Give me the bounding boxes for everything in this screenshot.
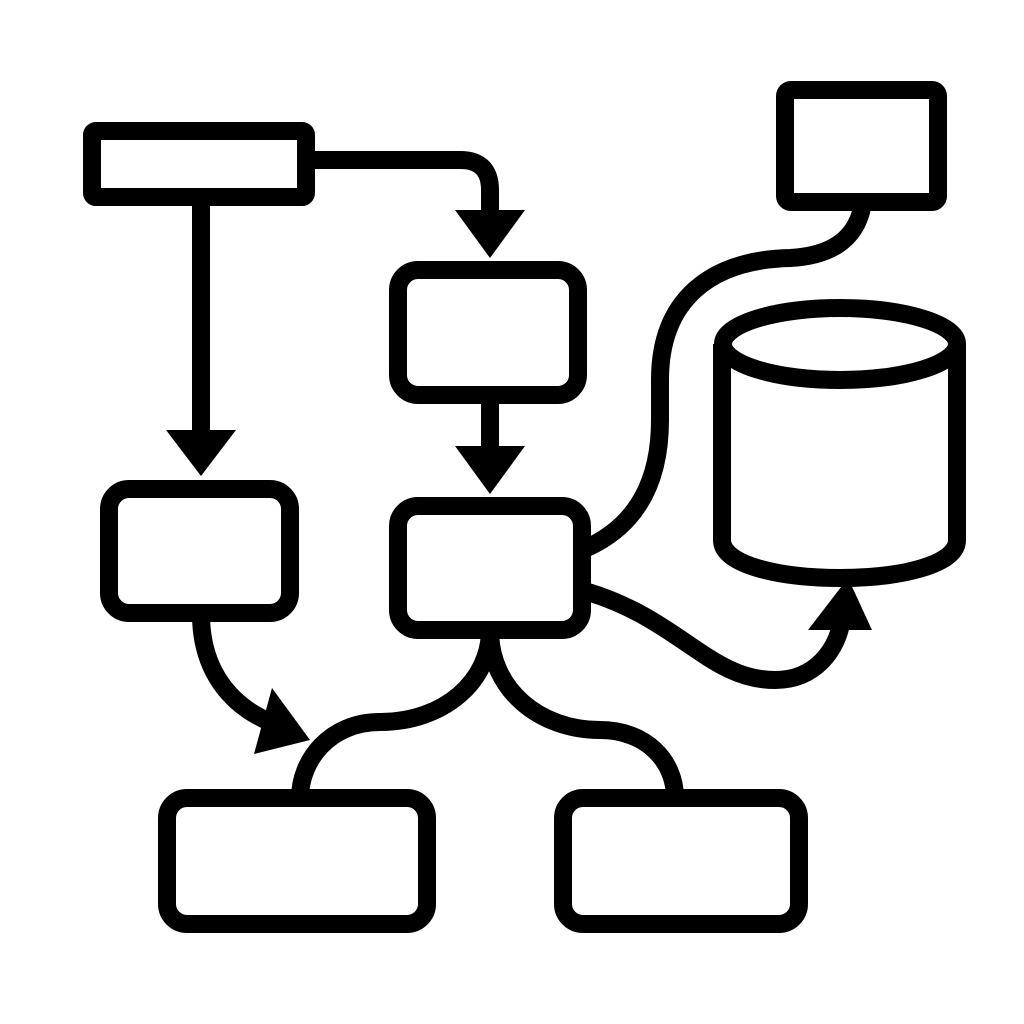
edge-centerbox-to-topright: [573, 199, 871, 559]
node-left-box: [100, 480, 299, 622]
database-top: [714, 299, 966, 389]
node-top-right-box: [776, 81, 947, 211]
arrowhead-database: [808, 578, 872, 630]
arrowhead-down-midtop: [455, 210, 525, 258]
arrowhead-bottomleft: [254, 688, 310, 754]
edge-topbar-to-midtopbox: [297, 151, 499, 227]
node-top-left-bar: [83, 122, 315, 206]
edge-leftbox-to-bottomleft: [192, 605, 279, 731]
edge-centerbox-to-database: [579, 583, 851, 689]
arrowhead-down-center: [455, 446, 525, 494]
edge-centerbox-to-bottomleft: [291, 621, 499, 807]
node-middle-top-box: [389, 261, 587, 404]
node-bottom-right-box: [554, 789, 808, 933]
node-database-cylinder: [713, 299, 966, 587]
edge-centerbox-to-bottomright: [481, 621, 684, 807]
arrowhead-down-left: [166, 430, 236, 476]
database-body: [713, 344, 966, 587]
node-bottom-left-box: [158, 789, 436, 933]
node-center-box: [389, 497, 591, 639]
